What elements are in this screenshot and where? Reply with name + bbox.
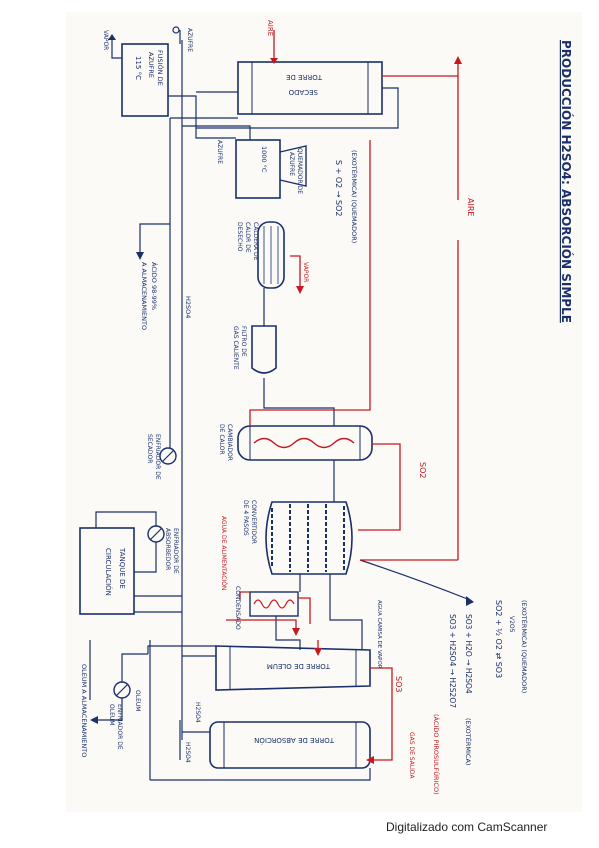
cambiador-label-2: DE CALOR bbox=[218, 424, 225, 455]
quemador-label-3: 1000 °C bbox=[260, 146, 268, 173]
oleum-alm-label: OLEUM A ALMACENAMIENTO bbox=[80, 664, 88, 757]
so3-label: SO3 bbox=[394, 676, 403, 692]
enfriador-3-label-1: ENFRIADOR DE bbox=[116, 704, 123, 750]
azufre-left-label: AZUFRE bbox=[216, 140, 223, 164]
h2so4-small-1: H2SO4 bbox=[194, 702, 201, 723]
enfriador-2-label-1: ENFRIADOR DE bbox=[172, 528, 179, 574]
torre-absorcion: TORRE DE ABSORCIÓN bbox=[209, 721, 371, 769]
fusion-label-1: FUSIÓN DE bbox=[156, 50, 165, 86]
abs-reaction-eq-1: SO3 + H2O → H2SO4 bbox=[464, 614, 473, 694]
enfriador-oleum: ENFRIADOR DE OLEUM bbox=[108, 681, 131, 750]
quemador-azufre: QUEMADOR DE AZUFRE 1000 °C bbox=[235, 139, 307, 199]
condensado-label: CONDENSADO bbox=[234, 586, 241, 630]
fusion-label-2: AZUFRE bbox=[147, 52, 155, 78]
filtro-label-1: FILTRO DE bbox=[240, 326, 247, 357]
enfriador-absorbedor: ENFRIADOR DE ABSORBEDOR bbox=[147, 525, 179, 574]
agua-camisa-label: AGUA CAMISA DE VAPOR bbox=[376, 600, 382, 669]
diagram-title: PRODUCCIÓN H2SO4: ABSORCIÓN SIMPLE bbox=[559, 40, 574, 323]
fusion-azufre-unit: FUSIÓN DE AZUFRE 115 °C bbox=[121, 43, 169, 117]
h2so4-recycle-label: H2SO4 bbox=[184, 296, 192, 318]
quemador-label-1: QUEMADOR DE bbox=[296, 148, 303, 194]
oleum-stream-label: OLEUM bbox=[134, 690, 141, 711]
caldera-label-1: CALDERA DE bbox=[252, 222, 259, 261]
blue-piping bbox=[89, 26, 471, 781]
so2-label: SO2 bbox=[418, 462, 427, 478]
abs-reaction-eq-2: SO3 + H2SO4 → H2S2O7 bbox=[448, 614, 457, 708]
red-arrowheads bbox=[270, 56, 462, 764]
red-piping bbox=[226, 30, 459, 761]
h2so4-small-2: H2SO4 bbox=[184, 742, 191, 763]
caldera-label-2: CALOR DE bbox=[244, 222, 251, 253]
agua-alimentacion-label: AGUA DE ALIMENTACIÓN bbox=[220, 516, 227, 590]
abs-reaction-note-1: (EXOTÉRMICA) bbox=[464, 718, 473, 765]
filtro-label-2: GAS CALIENTE bbox=[232, 326, 239, 370]
aire-side-label: AIRE bbox=[466, 198, 475, 216]
convertidor-label-2: DE 4 PASOS bbox=[242, 500, 249, 536]
aire-top-label: AIRE bbox=[266, 20, 274, 36]
burner-reaction-eq: S + O2 → SO2 bbox=[334, 160, 343, 217]
conv-reaction-type: (EXOTÉRMICA) (QUEMADOR) bbox=[520, 600, 529, 693]
economizador-coil bbox=[249, 591, 299, 617]
absorcion-label: TORRE DE ABSORCIÓN bbox=[254, 736, 335, 745]
convertidor: CONVERTIDOR DE 4 PASOS bbox=[242, 500, 353, 575]
quemador-label-2: AZUFRE bbox=[288, 152, 295, 176]
gas-salida-label: GAS DE SALIDA bbox=[408, 732, 415, 779]
conv-reaction-eq: SO2 + ½ O2 ⇄ SO3 bbox=[494, 600, 503, 678]
secado-label-1: TORRE DE bbox=[286, 73, 323, 81]
caldera-label-3: DESECHO bbox=[236, 222, 243, 252]
oleum-tower-label: TORRE DE OLEUM bbox=[267, 662, 331, 670]
burner-reaction-type: (EXOTÉRMICA) (QUEMADOR) bbox=[350, 150, 359, 243]
blue-arrowheads bbox=[90, 34, 474, 724]
secado-label-2: SECADO bbox=[288, 88, 318, 96]
torre-oleum: TORRE DE OLEUM bbox=[215, 645, 371, 691]
conv-catalyst: V2O5 bbox=[508, 616, 515, 633]
acido-label-1: ÁCIDO 98-99% bbox=[150, 262, 159, 310]
paper-sheet bbox=[66, 12, 582, 812]
cambiador-label-1: CAMBIADOR bbox=[226, 424, 233, 461]
caldera-desecho: CALDERA DE CALOR DE DESECHO bbox=[236, 221, 285, 289]
tanque-label-1: TANQUE DE bbox=[118, 547, 126, 589]
enfriador-secador: ENFRIADOR DE SECADOR bbox=[146, 434, 177, 480]
enfriador-1-label-2: SECADOR bbox=[146, 434, 153, 463]
enfriador-3-label-2: OLEUM bbox=[108, 704, 115, 725]
acido-label-2: A ALMACENAMIENTO bbox=[140, 262, 148, 330]
vapor-left-label: VAPOR bbox=[102, 30, 109, 50]
convertidor-label-1: CONVERTIDOR bbox=[250, 500, 257, 544]
tanque-label-2: CIRCULACIÓN bbox=[104, 548, 113, 596]
vapor-red-label: VAPOR bbox=[302, 262, 309, 282]
filtro-gas: FILTRO DE GAS CALIENTE bbox=[232, 325, 277, 374]
tanque-circulacion: TANQUE DE CIRCULACIÓN bbox=[79, 527, 135, 615]
scanner-watermark: Digitalizado com CamScanner bbox=[386, 820, 548, 834]
abs-reaction-note-2: (ÁCIDO PIROSULFÚRICO) bbox=[432, 714, 441, 795]
azufre-top-label: AZUFRE bbox=[186, 28, 193, 52]
torre-secado: TORRE DE SECADO bbox=[237, 61, 383, 115]
enfriador-1-label-1: ENFRIADOR DE bbox=[154, 434, 161, 480]
fusion-label-3: 115 °C bbox=[134, 56, 142, 80]
cambiador-calor: CAMBIADOR DE CALOR bbox=[218, 424, 373, 461]
enfriador-2-label-2: ABSORBEDOR bbox=[164, 528, 171, 570]
